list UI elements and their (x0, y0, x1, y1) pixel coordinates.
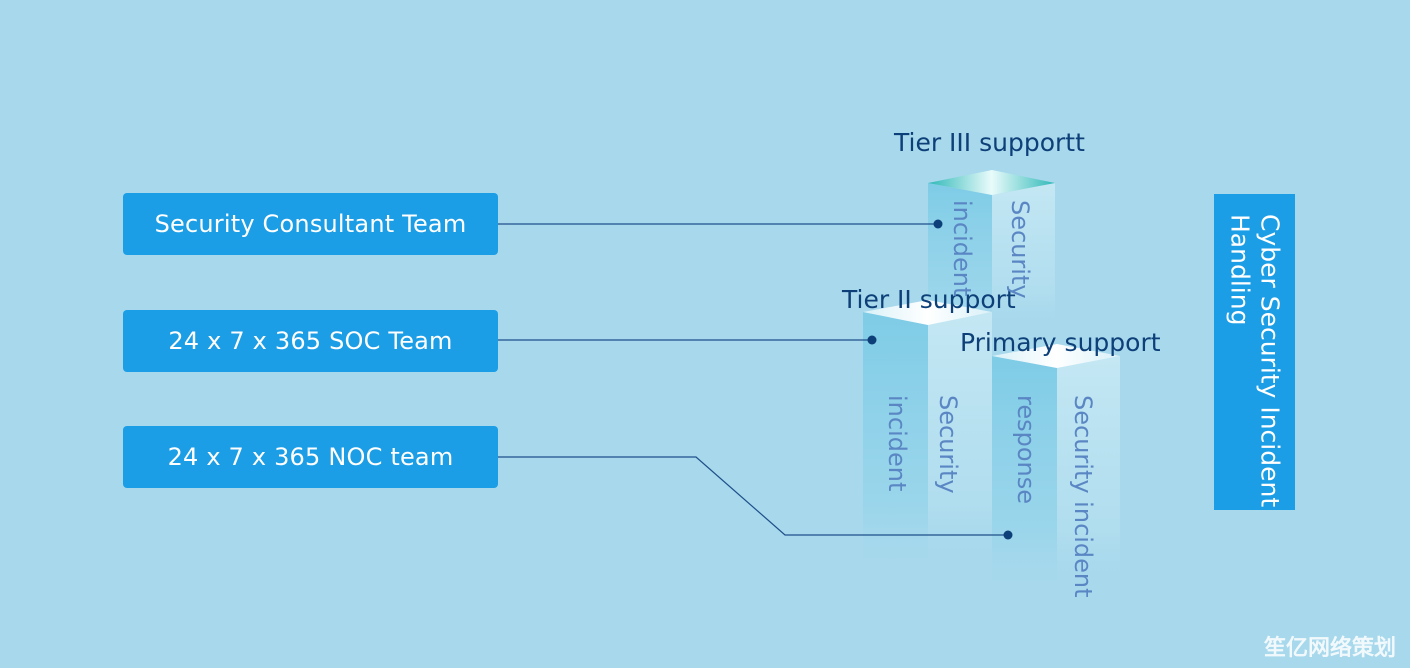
tier3-column (928, 170, 1055, 330)
primary-response-text: response (1012, 395, 1040, 505)
tier3-incident-text: incident (948, 200, 976, 297)
primary-top (992, 344, 1120, 368)
noc-team-label: 24 x 7 x 365 NOC team (167, 443, 454, 471)
tier3-top (928, 170, 1055, 195)
tier2-security-text: Security (934, 395, 962, 494)
cyber-security-incident-handling-label: Cyber Security Incident Handling (1214, 194, 1295, 510)
soc-team-label: 24 x 7 x 365 SOC Team (168, 327, 453, 355)
tier2-top (863, 300, 992, 325)
connector-dot-consultant (933, 219, 943, 229)
side-label-text: Cyber Security Incident Handling (1225, 214, 1285, 508)
primary-security-incident-text: Security incident (1069, 395, 1097, 598)
primary-face-right (1057, 356, 1120, 590)
security-consultant-team-label: Security Consultant Team (154, 210, 467, 238)
tier2-title: Tier II support (842, 285, 1016, 314)
tier3-security-text: Security (1006, 200, 1034, 299)
soc-team-box: 24 x 7 x 365 SOC Team (123, 310, 498, 372)
connector-noc (498, 456, 1008, 536)
primary-title: Primary support (960, 328, 1161, 357)
tier2-column (863, 300, 992, 570)
security-consultant-team-box: Security Consultant Team (123, 193, 498, 255)
noc-team-box: 24 x 7 x 365 NOC team (123, 426, 498, 488)
tier2-incident-text: incident (883, 395, 911, 492)
primary-column (992, 344, 1120, 590)
tier3-face-left (928, 183, 992, 330)
tier3-title: Tier III supportt (894, 128, 1085, 157)
connector-dot-noc (1003, 530, 1013, 540)
tier2-face-right (928, 312, 992, 570)
tier2-face-left (863, 312, 928, 570)
connector-dot-soc (867, 335, 877, 345)
watermark: 笙亿网络策划 (1263, 636, 1396, 661)
tier3-face-right (992, 183, 1055, 330)
